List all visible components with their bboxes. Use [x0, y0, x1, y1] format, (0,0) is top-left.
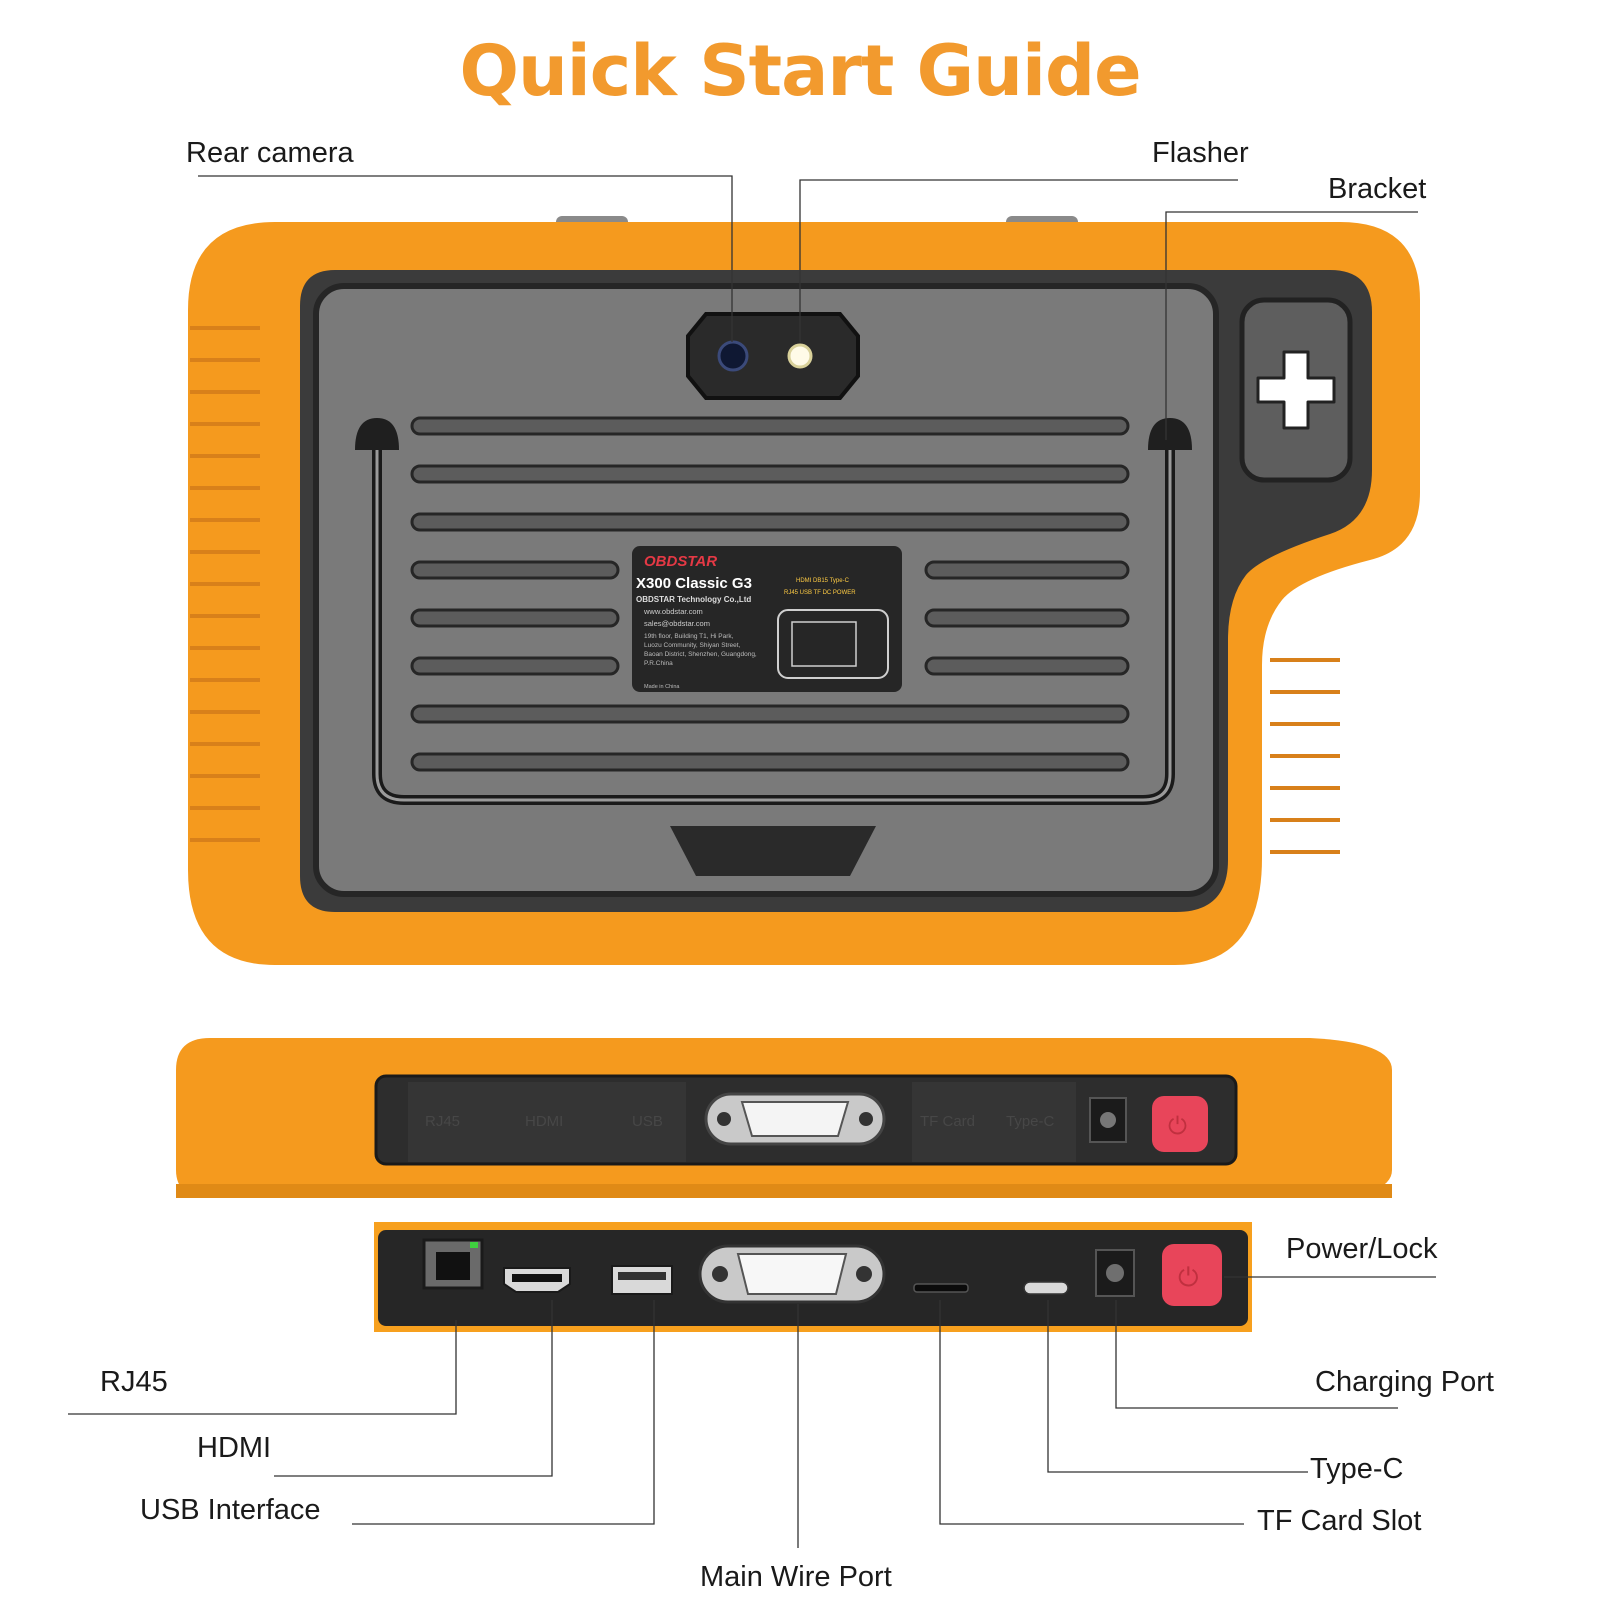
main-wire-db15-port [698, 1244, 886, 1304]
callout-flasher: Flasher [1152, 137, 1249, 169]
label-address-3: Baoan District, Shenzhen, Guangdong, [644, 651, 757, 658]
callout-usb-interface: USB Interface [140, 1494, 321, 1526]
label-ports-bottom: RJ45 USB TF DC POWER [784, 590, 856, 596]
rear-ribs [410, 416, 1130, 772]
callout-hdmi: HDMI [197, 1432, 272, 1464]
bracket-hinge-right [1148, 418, 1192, 450]
bracket-hinge-left [355, 418, 399, 450]
label-website: www.obdstar.com [643, 607, 703, 616]
callout-bracket: Bracket [1328, 173, 1427, 205]
bracket-notch [670, 826, 876, 876]
tf-card-slot-port [913, 1283, 969, 1293]
rear-camera-lens [717, 340, 749, 372]
callout-main-wire-port: Main Wire Port [700, 1561, 892, 1593]
callout-power-lock: Power/Lock [1286, 1233, 1438, 1265]
callout-tf-card-slot: TF Card Slot [1257, 1505, 1422, 1537]
label-made-in: Made in China [644, 684, 680, 690]
label-email: sales@obdstar.com [644, 619, 710, 628]
edge-usb-text: USB [632, 1113, 663, 1130]
label-address-4: P.R.China [644, 660, 673, 667]
label-model: X300 Classic G3 [636, 575, 752, 592]
edge-tf-text: TF Card [920, 1113, 975, 1130]
power-lock-button [1162, 1244, 1222, 1306]
dpad-icon [1256, 350, 1336, 430]
label-device-outline [777, 609, 889, 679]
label-company: OBDSTAR Technology Co.,Ltd [636, 595, 751, 604]
edge-power-button [1152, 1096, 1208, 1152]
camera-module [686, 312, 860, 400]
edge-typec-text: Type-C [1006, 1113, 1055, 1130]
product-label [632, 546, 902, 692]
edge-power-icon: ⏻ [1168, 1113, 1187, 1140]
edge-db15-connector [704, 1092, 886, 1146]
label-brand: OBDSTAR [644, 553, 717, 570]
flasher-lamp [787, 343, 813, 369]
callout-type-c: Type-C [1310, 1453, 1404, 1485]
device-back-view: OBDSTAR X300 Classic G3 OBDSTAR Technolo… [188, 216, 1420, 965]
label-ports-top: HDMI DB15 Type-C [796, 578, 850, 584]
callout-rear-camera: Rear camera [186, 137, 354, 169]
label-address-1: 19th floor, Building T1, Hi Park, [644, 633, 734, 640]
callout-charging-port: Charging Port [1315, 1366, 1494, 1398]
edge-left-cover [408, 1082, 686, 1162]
edge-rj45-text: RJ45 [425, 1113, 460, 1130]
device-edge-closed: RJ45 HDMI USB TF Card Type-C ⏻ [176, 1038, 1392, 1198]
type-c-port [1023, 1281, 1069, 1295]
label-address-2: Luozu Community, Shiyan Street, [644, 642, 741, 649]
edge-right-cover [912, 1082, 1076, 1162]
device-edge-open: ⏻ [374, 1222, 1252, 1332]
leader-lines [68, 175, 1436, 1548]
callout-rj45: RJ45 [100, 1366, 168, 1398]
left-grip-ridges [190, 326, 260, 842]
edge-hdmi-text: HDMI [525, 1113, 563, 1130]
right-grip-ridges [1270, 658, 1340, 854]
page-title: Quick Start Guide [459, 30, 1141, 112]
power-icon: ⏻ [1178, 1262, 1199, 1292]
rj45-port [422, 1238, 484, 1290]
